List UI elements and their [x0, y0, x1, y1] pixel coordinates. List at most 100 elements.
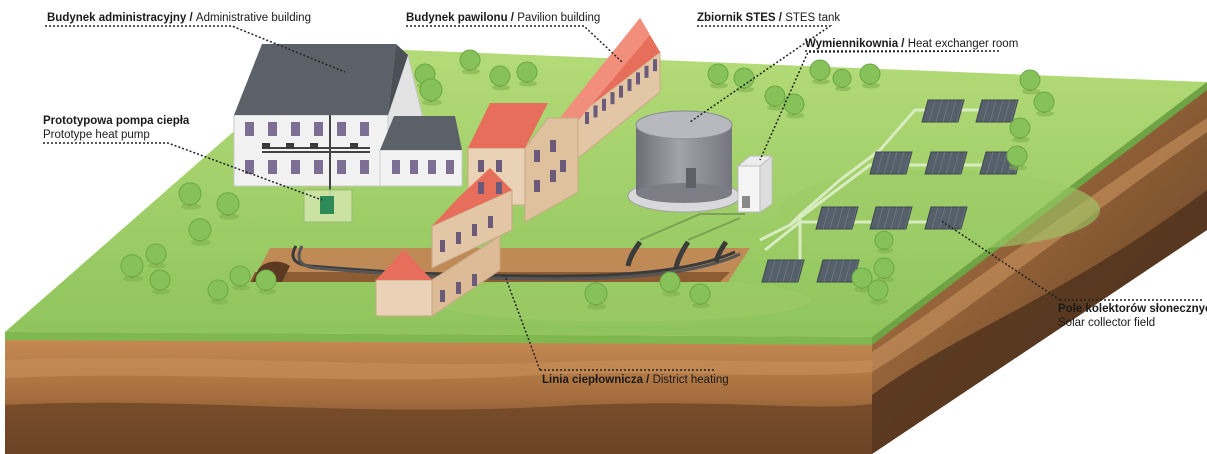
pavilion-window	[550, 140, 556, 152]
tree	[120, 254, 144, 282]
pavilion-window	[653, 59, 657, 72]
pavilion-window	[440, 240, 445, 252]
surface-pipe	[687, 217, 741, 241]
label-pavilion-en: Pavilion building	[517, 12, 601, 24]
tree	[859, 63, 881, 89]
pavilion-window	[478, 182, 484, 194]
tree	[1033, 91, 1055, 117]
label-collectors-en: Solar collector field	[1058, 317, 1156, 329]
pavilion-end-side	[431, 235, 501, 317]
label-collectors-pl: Pole kolektorów słonecznych	[1058, 303, 1207, 315]
admin-radiators	[262, 143, 358, 149]
leader-pavilion	[406, 25, 623, 63]
tree	[229, 265, 251, 291]
pavilion-window	[550, 170, 556, 182]
pavilion-window	[478, 160, 484, 172]
pipe-riser	[713, 240, 729, 263]
pavilion-main-roof	[468, 103, 548, 148]
pavilion-end-wall	[375, 279, 433, 317]
tree	[851, 267, 873, 293]
heat-pump-unit	[320, 196, 334, 214]
pavilion-window	[593, 105, 598, 118]
hx-door	[742, 196, 750, 208]
label-stes-tank: Zbiornik STES / STES tank	[697, 11, 840, 25]
solar-panel	[921, 99, 965, 123]
pavilion-window	[534, 180, 540, 192]
pipe-riser	[625, 240, 643, 267]
solar-panel	[816, 259, 860, 283]
grass-edge	[5, 332, 872, 345]
tree	[809, 59, 831, 85]
pavilion-window	[585, 112, 589, 124]
solar-panel	[761, 259, 805, 283]
leader-admin	[45, 25, 346, 73]
pavilion-end-roof	[376, 250, 432, 280]
admin-annex-roof	[380, 116, 462, 150]
tree	[1006, 145, 1028, 171]
label-hx-pl: Wymiennikownia	[805, 38, 899, 50]
pavilion-window	[619, 85, 623, 98]
soil-layer	[5, 402, 872, 454]
tree	[149, 269, 171, 295]
stes-tank	[627, 110, 741, 213]
leader-stes	[689, 25, 833, 123]
tank-top	[635, 110, 733, 140]
tree	[255, 269, 277, 295]
pavilion-window	[456, 282, 461, 294]
pavilion-window	[472, 274, 477, 286]
solar-collector-field	[761, 99, 1023, 283]
tree	[783, 93, 805, 119]
soil-layer	[872, 118, 1207, 372]
admin-roof	[234, 44, 396, 115]
label-admin-en: Administrative building	[195, 12, 311, 24]
pavilion-window	[602, 98, 606, 111]
hx-roof	[736, 155, 774, 167]
leader-pump	[43, 142, 323, 201]
tree	[659, 271, 681, 297]
solar-panel	[869, 206, 913, 230]
label-district-heating: Linia ciepłownicza / District heating	[542, 373, 729, 387]
pavilion-window	[627, 79, 632, 91]
label-pavilion-building: Budynek pawilonu / Pavilion building	[406, 11, 600, 25]
label-hx-en: Heat exchanger room	[907, 38, 1019, 50]
label-administrative-building: Budynek administracyjny / Administrative…	[47, 11, 311, 25]
tree	[178, 182, 202, 210]
tree	[832, 68, 852, 92]
label-solar-collector-field: Pole kolektorów słonecznych Solar collec…	[1058, 302, 1207, 330]
tree	[1019, 69, 1041, 95]
pavilion-lower-roof	[432, 168, 512, 226]
tree	[874, 230, 894, 254]
administrative-building	[233, 44, 463, 223]
tree	[1009, 117, 1031, 143]
tree	[867, 279, 889, 305]
admin-annex-windows	[392, 160, 454, 174]
label-pavilion-sep: /	[507, 12, 518, 24]
tree	[489, 65, 511, 91]
trees-front	[120, 182, 895, 310]
label-heating-sep: /	[642, 374, 653, 386]
tree	[188, 218, 212, 246]
pavilion-window	[534, 150, 540, 162]
label-hx-sep: /	[898, 38, 908, 50]
label-heat-exchanger-room: Wymiennikownia / Heat exchanger room	[805, 37, 1018, 51]
pavilion-wing-roof-ridge	[560, 18, 650, 128]
tree	[145, 243, 167, 269]
leader-lines	[43, 25, 1203, 371]
heat-exchanger-room	[736, 154, 774, 213]
tree	[216, 192, 240, 220]
pavilion-window	[456, 232, 461, 244]
tree	[584, 282, 608, 310]
leader-hx	[759, 50, 1001, 161]
label-prototype-heat-pump: Prototypowa pompa ciepła Prototype heat …	[43, 114, 189, 142]
soil-layer	[5, 357, 872, 380]
tree	[707, 63, 729, 89]
label-stes-sep: /	[775, 12, 786, 24]
tank-door	[686, 168, 696, 188]
tree	[419, 78, 443, 106]
label-admin-sep: /	[186, 12, 196, 24]
solar-panel	[815, 206, 859, 230]
tree	[516, 61, 538, 87]
pavilion-window	[496, 182, 502, 194]
soil-layer	[872, 190, 1207, 454]
